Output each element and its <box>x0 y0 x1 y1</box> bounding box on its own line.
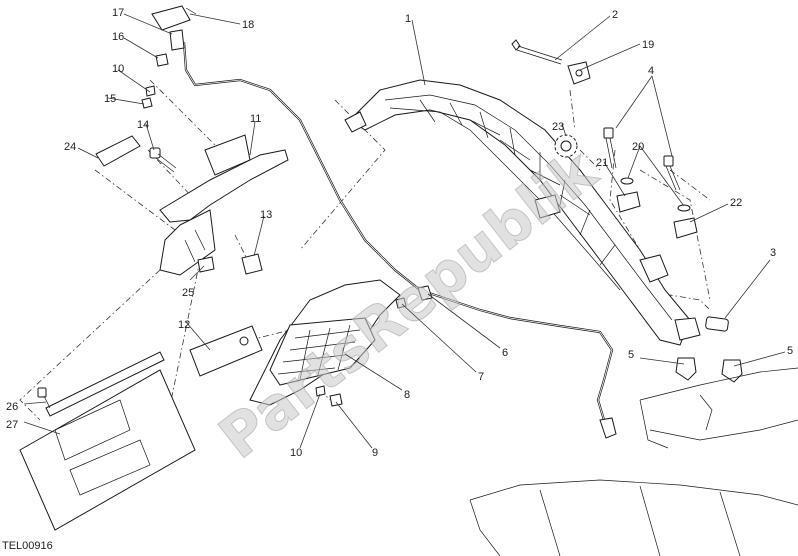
callout-8: 8 <box>404 389 410 401</box>
callout-7: 7 <box>478 371 484 383</box>
spacer-3 <box>705 316 729 332</box>
callout-19: 19 <box>642 39 654 51</box>
drawing-code: TEL00916 <box>2 540 53 552</box>
callout-4: 4 <box>648 65 654 77</box>
strip-26 <box>37 351 165 417</box>
leader-lines <box>23 13 786 449</box>
callout-5-right: 5 <box>787 345 793 357</box>
callout-18: 18 <box>242 19 254 31</box>
callout-3: 3 <box>770 247 776 259</box>
rear-subframe <box>344 79 701 346</box>
callout-26: 26 <box>6 401 18 413</box>
mudguard-8 <box>249 279 401 406</box>
washer-20 <box>620 177 691 212</box>
connector-18 <box>151 5 197 31</box>
callout-6: 6 <box>502 347 508 359</box>
callout-23: 23 <box>552 121 564 133</box>
clip-6 <box>417 285 433 301</box>
bolt-4 <box>603 127 681 191</box>
spacer-13 <box>241 253 263 275</box>
callout-16: 16 <box>112 31 124 43</box>
callout-10-bottom: 10 <box>290 447 302 459</box>
number-plate-27 <box>19 369 196 531</box>
callout-13: 13 <box>260 209 272 221</box>
callout-21: 21 <box>596 157 608 169</box>
callout-22: 22 <box>730 197 742 209</box>
screw-10-top <box>145 85 156 97</box>
callout-20: 20 <box>632 141 644 153</box>
callout-11: 11 <box>250 113 261 125</box>
callout-2: 2 <box>612 9 618 21</box>
screw-10-bottom <box>315 385 326 397</box>
plate-holder-11 <box>159 134 289 276</box>
reflector-24 <box>95 135 141 167</box>
screw-14 <box>149 147 177 173</box>
callout-12: 12 <box>178 319 190 331</box>
wiring-harness <box>182 41 617 439</box>
callout-10-top: 10 <box>112 63 124 75</box>
watermark: PartsRepublik <box>206 136 610 472</box>
callout-9: 9 <box>372 447 378 459</box>
gear-icon <box>554 134 578 158</box>
nut-16 <box>155 53 169 67</box>
callout-1: 1 <box>405 13 411 25</box>
callout-17: 17 <box>112 7 124 19</box>
frame-outline <box>469 367 798 556</box>
clamp-22 <box>673 217 698 239</box>
grommet-17 <box>169 29 185 51</box>
callout-15: 15 <box>104 93 116 105</box>
callout-labels: 1 2 3 4 5 5 6 7 8 9 10 10 11 12 13 14 15… <box>6 7 793 459</box>
callout-27: 27 <box>6 419 18 431</box>
bracket-19 <box>567 61 591 85</box>
bolt-2 <box>511 39 563 65</box>
callout-25: 25 <box>182 287 194 299</box>
callout-24: 24 <box>64 141 76 153</box>
clamp-21 <box>616 191 641 213</box>
nut-9 <box>329 393 343 407</box>
callout-5-left: 5 <box>628 349 634 361</box>
callout-14: 14 <box>137 119 149 131</box>
nut-15 <box>141 97 153 109</box>
plate-light-12 <box>189 325 263 377</box>
